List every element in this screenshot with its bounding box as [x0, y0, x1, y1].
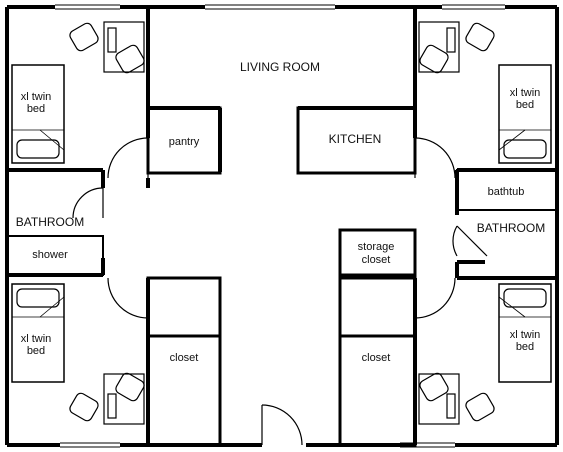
desk-tr	[418, 21, 495, 74]
bed-br-label-1: xl twin	[510, 329, 541, 341]
bathroom-left-label: BATHROOM	[16, 215, 84, 229]
chair-bl-1	[69, 392, 99, 422]
bed-bl	[11, 283, 65, 383]
desk-tl	[69, 21, 145, 74]
kitchen-label: KITCHEN	[329, 132, 382, 146]
bed-br	[498, 283, 552, 383]
bed-bl-label-2: bed	[27, 345, 45, 357]
chair-tr-1	[465, 22, 495, 52]
storage-closet-label-2: closet	[362, 254, 391, 266]
bed-tr-label-1: xl twin	[510, 87, 541, 99]
bathroom-right-label: BATHROOM	[477, 221, 545, 235]
chair-tl-2	[115, 44, 145, 74]
chair-br-1	[465, 392, 495, 422]
bathtub	[456, 169, 558, 211]
shower-label: shower	[32, 249, 68, 261]
doors	[72, 137, 488, 446]
bed-tl-label-1: xl twin	[21, 91, 52, 103]
shower	[6, 235, 104, 276]
desk-bl	[69, 372, 145, 425]
chair-bl-2	[115, 372, 145, 402]
storage-closet-label-1: storage	[358, 241, 395, 253]
pantry-label: pantry	[169, 136, 200, 148]
closet-left-label: closet	[170, 352, 199, 364]
bed-tl-label-2: bed	[27, 103, 45, 115]
bed-br-label-2: bed	[516, 341, 534, 353]
windows	[55, 4, 505, 448]
living-room-label: LIVING ROOM	[240, 60, 320, 74]
chair-tl-1	[69, 22, 99, 52]
bed-tl	[11, 64, 65, 164]
bed-tr	[498, 64, 552, 164]
bed-bl-label-1: xl twin	[21, 333, 52, 345]
closet-right-upper	[338, 276, 417, 338]
door-bathroom-right	[456, 225, 488, 257]
bed-tr-label-2: bed	[516, 99, 534, 111]
desk-br	[418, 372, 495, 425]
bathtub-label: bathtub	[488, 186, 525, 198]
chair-br-2	[419, 372, 449, 402]
closet-right-label: closet	[362, 352, 391, 364]
chair-tr-2	[419, 44, 449, 74]
closet-left	[146, 334, 222, 447]
closet-left-upper	[146, 276, 222, 338]
